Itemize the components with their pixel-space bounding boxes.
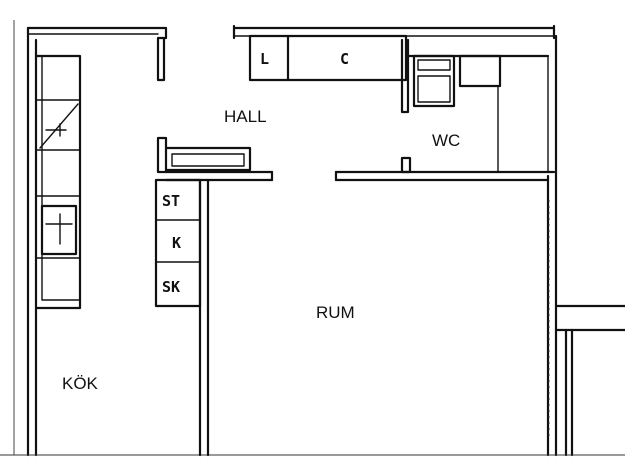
room-label-kok: KÖK xyxy=(62,374,99,393)
room-label-wc: WC xyxy=(432,131,460,150)
outer-walls xyxy=(0,20,625,457)
stove-icon xyxy=(40,204,78,256)
wc-cabinet xyxy=(458,54,502,88)
room-label-rum: RUM xyxy=(316,303,355,322)
fixture-label-sk: SK xyxy=(162,278,180,296)
fixture-label-c: C xyxy=(340,50,349,68)
kitchen-counter xyxy=(34,54,82,310)
labels: HALL WC RUM KÖK L C ST K SK xyxy=(62,50,460,393)
fixture-label-st: ST xyxy=(162,192,180,210)
wardrobe-unit xyxy=(248,34,408,82)
wc-washbasin xyxy=(412,54,456,108)
storage-column xyxy=(154,178,202,308)
fixture-label-k: K xyxy=(172,234,181,252)
interior-walls xyxy=(156,38,556,457)
wc-fixtures xyxy=(406,54,550,173)
room-label-hall: HALL xyxy=(224,107,267,126)
fixture-label-l: L xyxy=(260,50,269,68)
